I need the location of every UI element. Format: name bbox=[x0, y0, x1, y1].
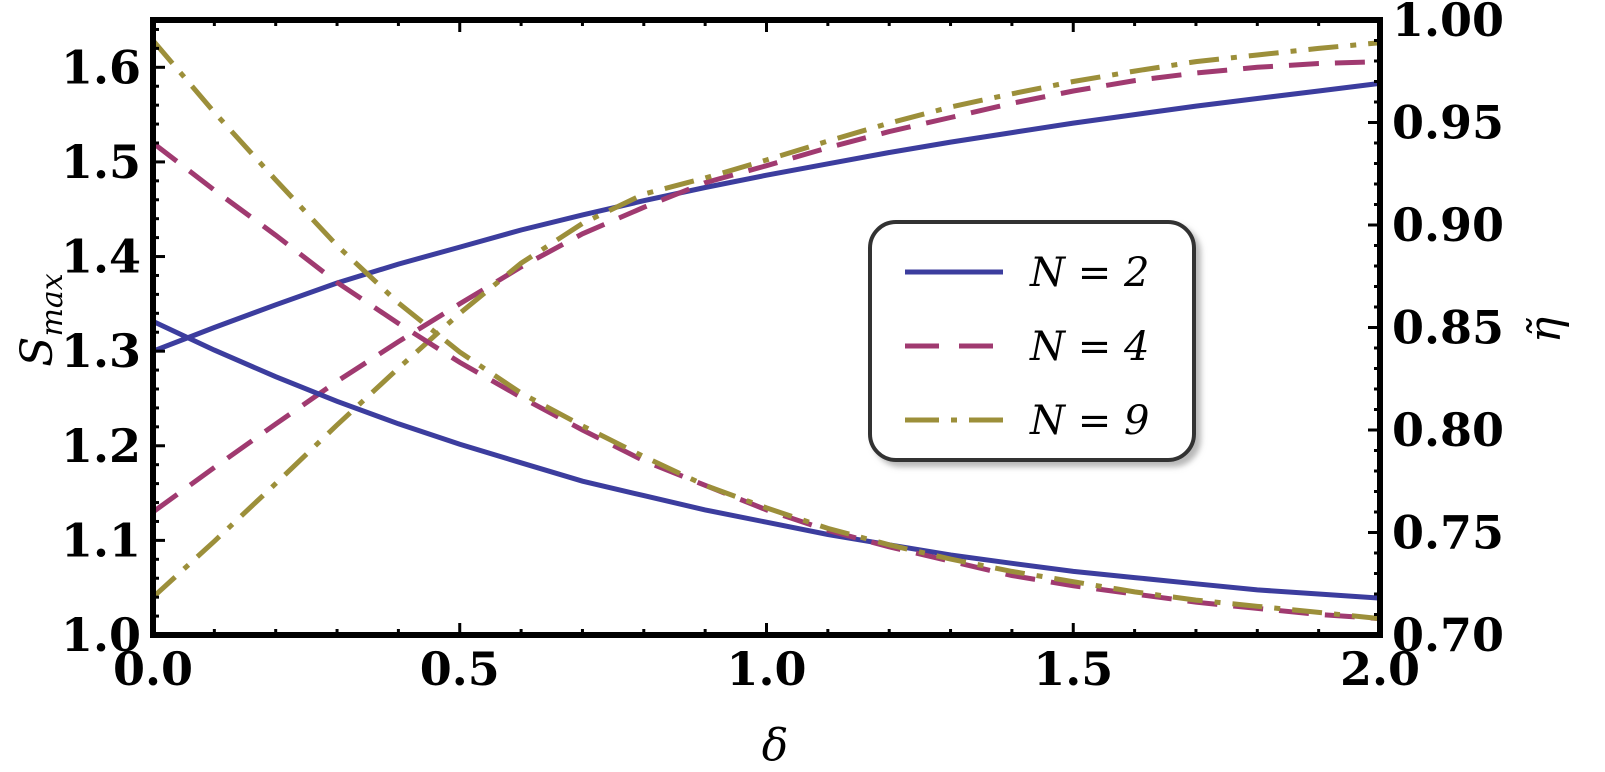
x-tick-label: 0.0 bbox=[113, 642, 193, 696]
svg-text:Smax: Smax bbox=[12, 273, 70, 366]
y-right-tick-label: 0.70 bbox=[1392, 608, 1504, 662]
series-line-right-n9 bbox=[153, 38, 1380, 622]
y-left-tick-label: 1.2 bbox=[61, 419, 141, 473]
y-right-tick-label: 0.95 bbox=[1392, 96, 1504, 150]
y-right-axis-title: η̃ bbox=[1520, 317, 1571, 343]
y-left-tick-label: 1.1 bbox=[61, 513, 141, 567]
legend-box bbox=[868, 220, 1196, 462]
x-tick-label: 1.5 bbox=[1033, 642, 1113, 696]
plot-frame bbox=[150, 17, 1383, 638]
y-right-tick-label: 0.80 bbox=[1392, 403, 1504, 457]
x-tick-label: 0.5 bbox=[420, 642, 500, 696]
tick-labels: 0.0 0.5 1.0 1.5 2.0 1.0 1.1 1.2 1.3 1.4 1.5 1.6 0.70… bbox=[61, 0, 1504, 696]
x-axis-title: δ bbox=[762, 720, 789, 771]
y-right-tick-label: 0.75 bbox=[1392, 506, 1504, 560]
y-left-tick-label: 1.3 bbox=[61, 324, 141, 378]
y-right-tick-label: 0.85 bbox=[1392, 301, 1504, 355]
svg-text:η̃: η̃ bbox=[1520, 317, 1571, 343]
y-left-tick-label: 1.6 bbox=[61, 40, 141, 94]
series-line-right-n2 bbox=[153, 319, 1380, 601]
y-left-tick-label: 1.5 bbox=[61, 135, 141, 189]
y-left-axis-title: Smax bbox=[12, 273, 70, 366]
series-line-left-n9 bbox=[153, 40, 1380, 600]
y-left-tick-label: 1.4 bbox=[61, 230, 141, 284]
legend-label: N = 4 bbox=[1029, 324, 1149, 370]
legend-label: N = 9 bbox=[1029, 398, 1149, 444]
series-lines bbox=[153, 38, 1380, 622]
legend: N = 2 N = 4 N = 9 bbox=[868, 220, 1196, 462]
series-line-left-n4 bbox=[153, 59, 1380, 515]
x-tick-label: 2.0 bbox=[1340, 642, 1420, 696]
y-left-tick-label: 1.0 bbox=[61, 608, 141, 662]
series-line-left-n2 bbox=[153, 80, 1380, 354]
x-tick-label: 1.0 bbox=[726, 642, 806, 696]
y-right-tick-label: 0.90 bbox=[1392, 198, 1504, 252]
y-right-tick-label: 1.00 bbox=[1392, 0, 1504, 47]
legend-label: N = 2 bbox=[1029, 250, 1149, 296]
